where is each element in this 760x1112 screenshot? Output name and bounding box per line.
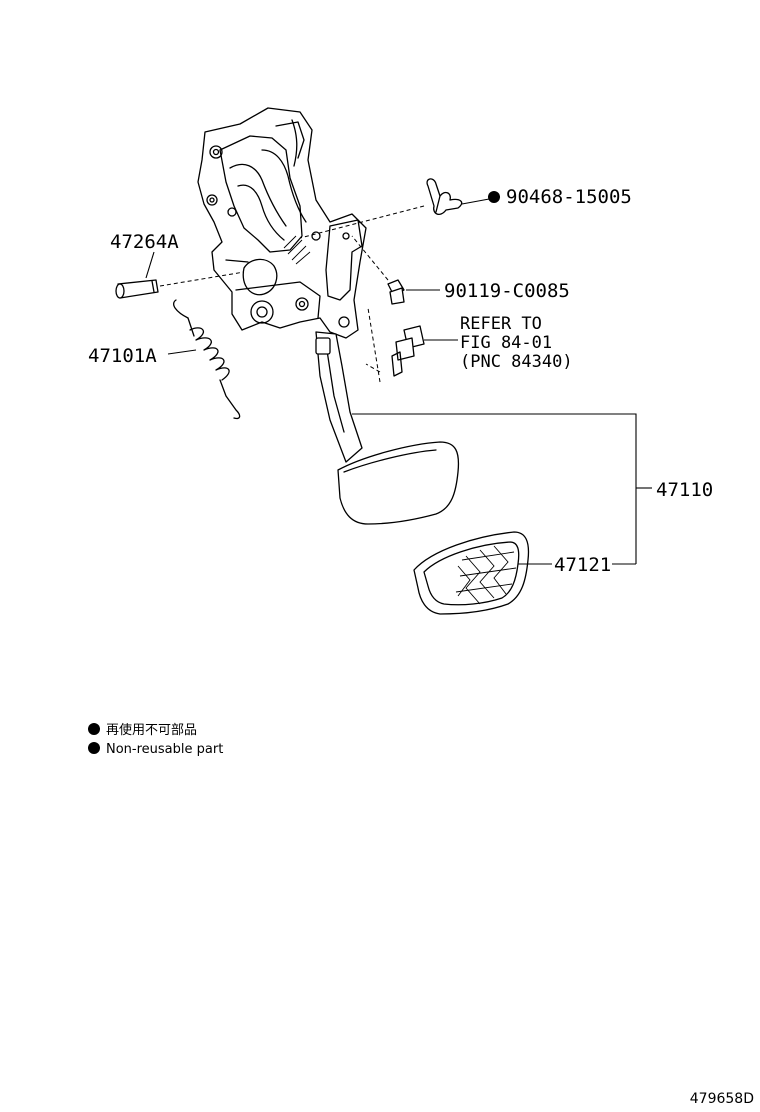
label-47121: 47121 — [554, 554, 611, 576]
label-47101a: 47101A — [88, 345, 157, 367]
bolt-90119 — [351, 235, 405, 305]
leader-lines — [145, 191, 652, 565]
label-90119-c0085: 90119-C0085 — [444, 280, 570, 302]
non-reusable-mark-90468 — [488, 191, 500, 203]
refer-to-line2: FIG 84-01 — [460, 333, 552, 353]
stop-lamp-switch — [365, 307, 425, 383]
legend-text-en: Non-reusable part — [106, 742, 223, 757]
label-47264a: 47264A — [110, 231, 179, 253]
label-90468-15005: 90468-15005 — [506, 186, 632, 208]
pedal-pad-cover-47121 — [413, 531, 530, 615]
legend-bullet-jp — [88, 723, 100, 735]
legend-bullet-en — [88, 742, 100, 754]
return-spring-47101a — [173, 299, 241, 420]
pin-47264a — [115, 271, 245, 299]
figure-id: 479658D — [690, 1091, 754, 1107]
refer-to-line1: REFER TO — [460, 314, 542, 334]
pedal-bracket-assembly — [197, 107, 367, 339]
pedal-arm — [315, 331, 363, 463]
legend: 再使用不可部品 Non-reusable part — [88, 722, 223, 757]
label-47110: 47110 — [656, 479, 713, 501]
refer-to-line3: (PNC 84340) — [460, 352, 573, 372]
clip-90468 — [299, 178, 463, 239]
legend-text-jp: 再使用不可部品 — [106, 722, 197, 738]
pedal-pad-47110 — [337, 441, 460, 525]
